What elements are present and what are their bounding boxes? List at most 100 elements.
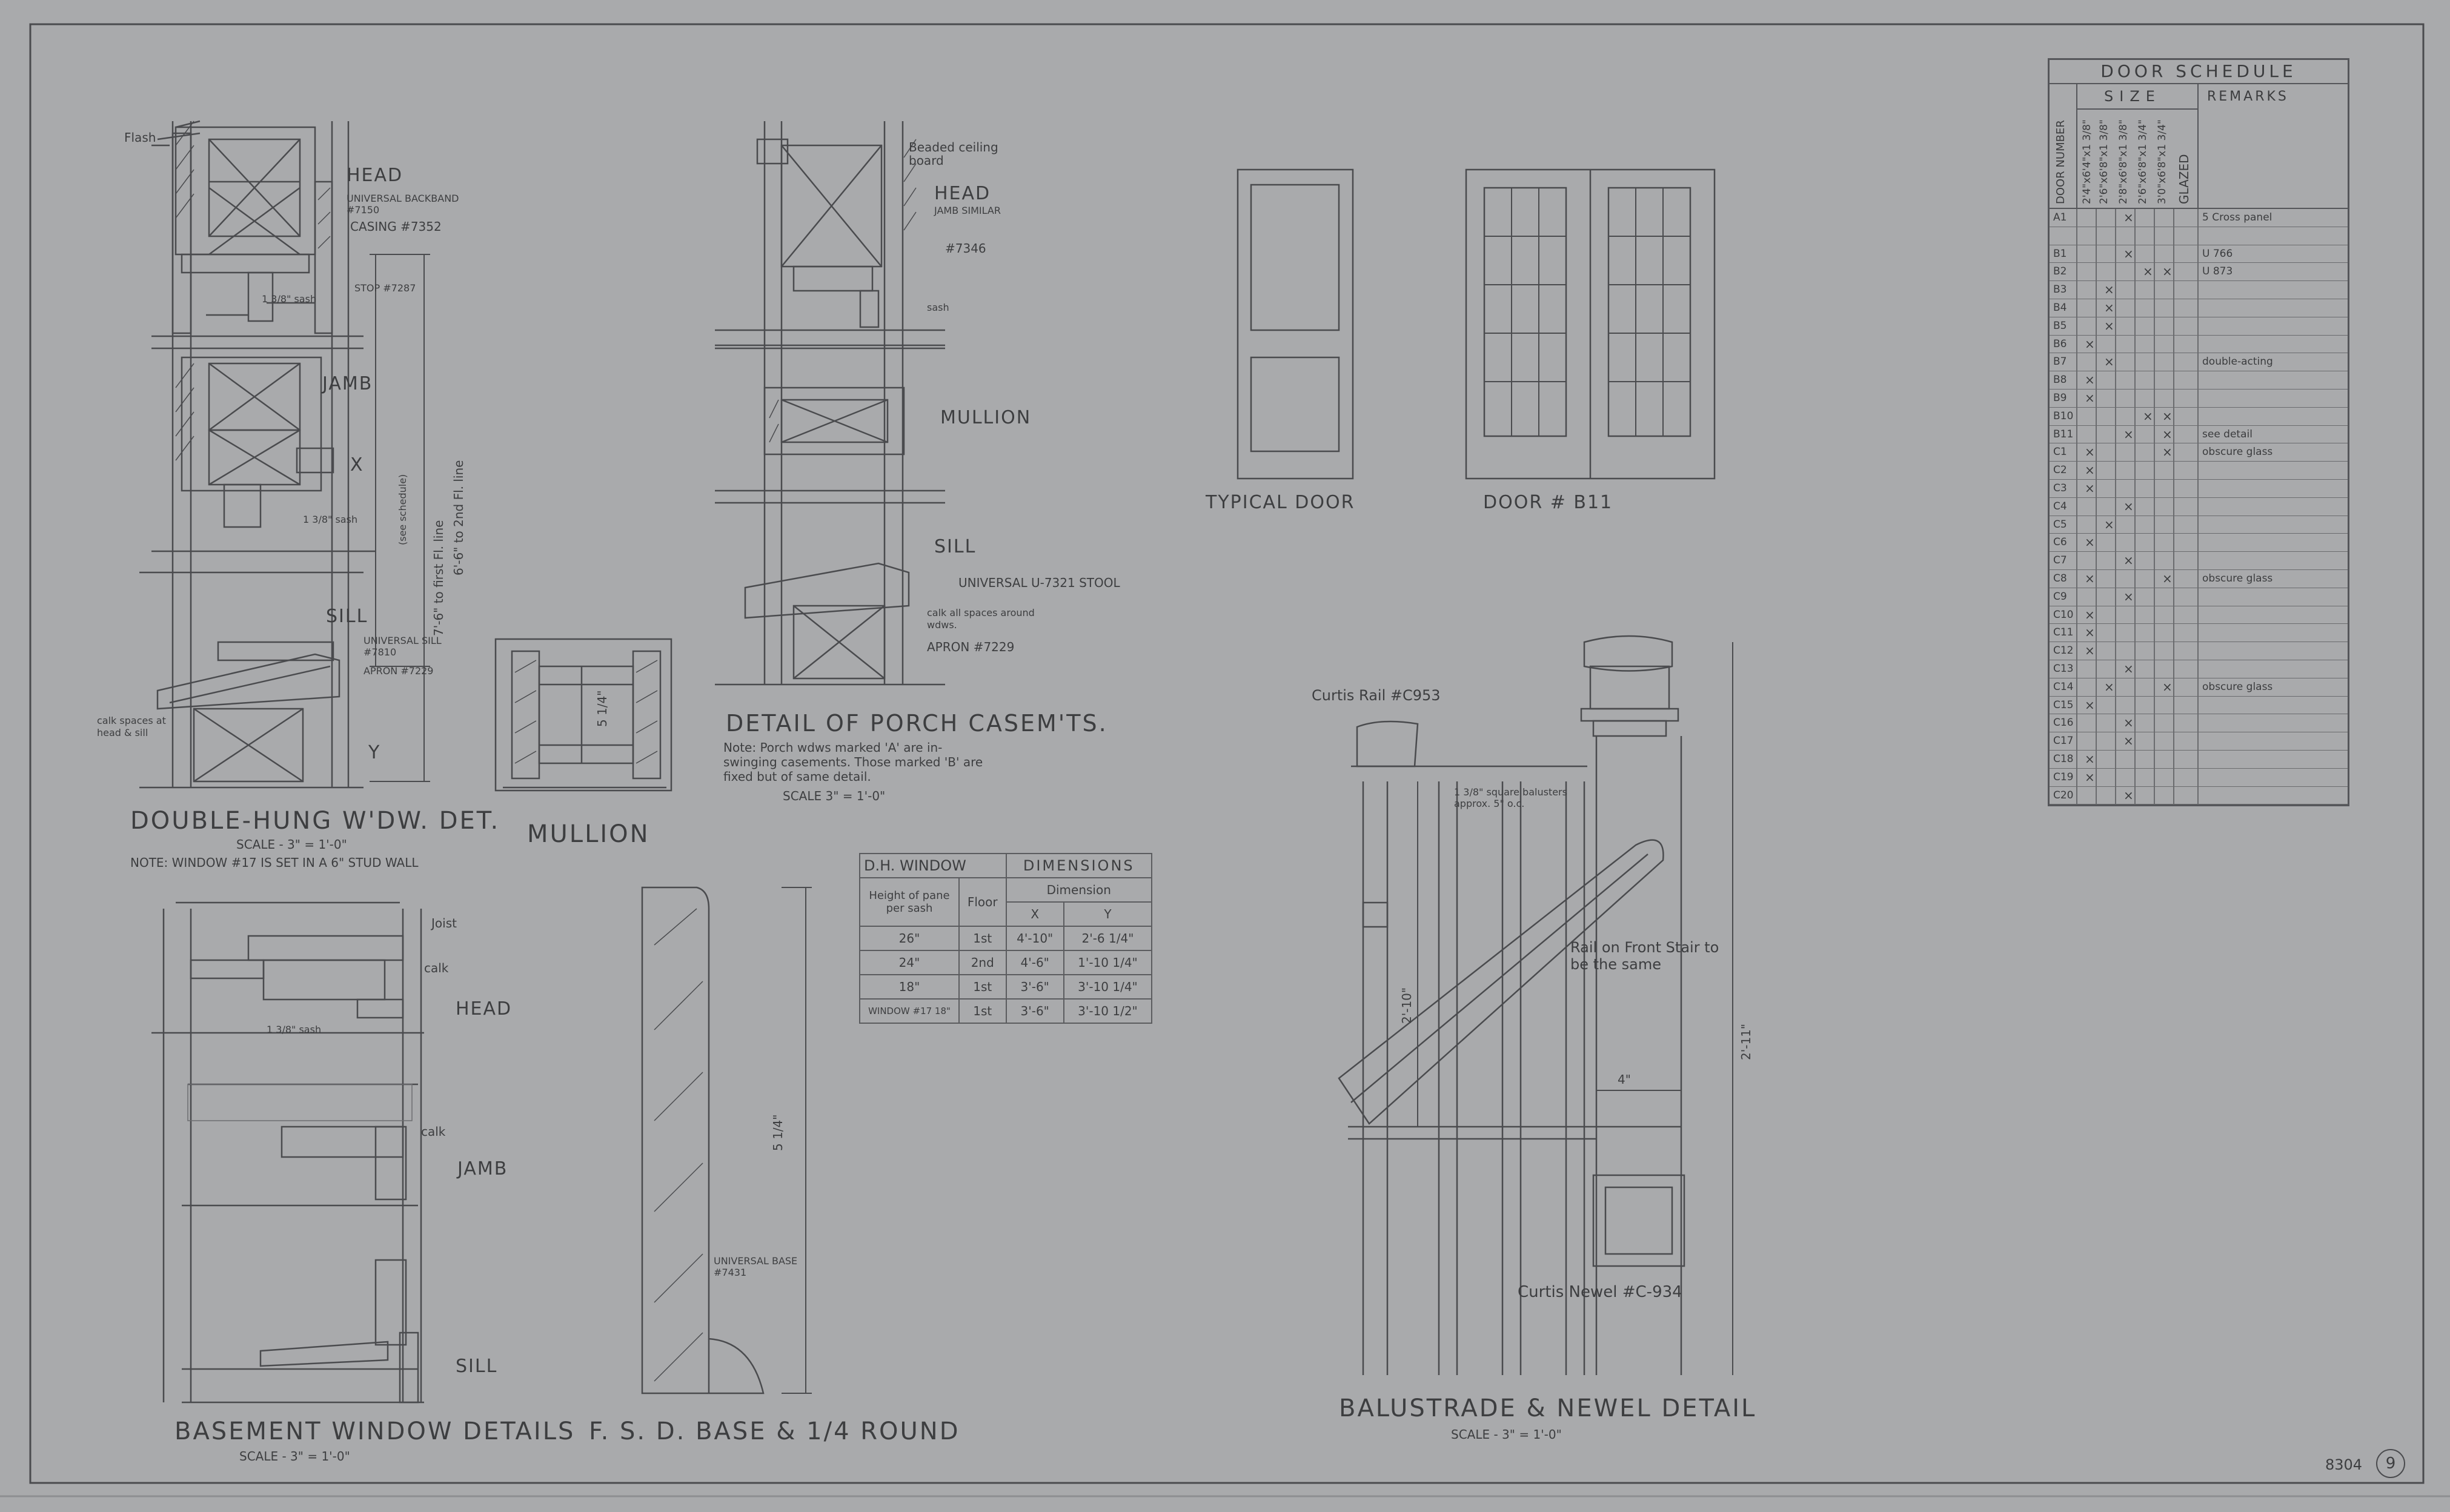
porch-title: DETAIL OF PORCH CASEM'TS.	[726, 710, 1108, 737]
dim-x: X	[350, 454, 364, 476]
size-mark: ×	[2123, 589, 2134, 604]
baluster-height-dim: 2'-10"	[1399, 987, 1414, 1024]
table-row: B1 × U 766	[2050, 245, 2348, 264]
porch-calk: calk all spaces around wdws.	[927, 607, 1035, 631]
dh-calk-note: calk spaces at head & sill	[97, 715, 166, 738]
size-mark: ×	[2123, 210, 2134, 225]
door-number-cell: B3	[2053, 284, 2067, 296]
base-drawing	[641, 886, 812, 1394]
door-number-cell: B8	[2053, 374, 2067, 386]
dh-casing-label: CASING #7352	[350, 219, 442, 234]
porch-jamb-similar: JAMB SIMILAR	[934, 205, 1001, 216]
size-mark: ×	[2085, 373, 2095, 388]
size-mark: ×	[2123, 246, 2134, 261]
table-row: B4×	[2050, 299, 2348, 317]
door-number-cell: B11	[2053, 428, 2074, 440]
wd-col-x: X	[1005, 901, 1064, 927]
bsm-sill: SILL	[456, 1356, 498, 1377]
remark-cell: see detail	[2202, 428, 2252, 440]
size-mark: ×	[2123, 715, 2134, 731]
door-number-cell: C15	[2053, 698, 2074, 711]
mullion-dim: 5 1/4"	[595, 690, 609, 727]
wd-col-dim: Dimension	[1005, 877, 1153, 903]
door-number-cell: C4	[2053, 500, 2067, 512]
door-number-cell: C18	[2053, 752, 2074, 765]
porch-casing: #7346	[945, 241, 986, 256]
dh-sash-1: 1 3/8" sash	[262, 293, 317, 305]
dh-sash-2: 1 3/8" sash	[303, 514, 358, 525]
size-mark: ×	[2123, 788, 2134, 803]
table-row: 26" 1st 4'-10" 2'-6 1/4"	[859, 926, 1153, 951]
table-row: C14××obscure glass	[2050, 678, 2348, 697]
door-number-cell: C10	[2053, 608, 2074, 621]
wd-col-y: Y	[1063, 901, 1153, 927]
table-row: C11×	[2050, 624, 2348, 643]
porch-casement-drawing	[715, 121, 945, 686]
size-mark: ×	[2162, 426, 2173, 442]
table-row: 24" 2nd 4'-6" 1'-10 1/4"	[859, 950, 1153, 975]
front-stair-note: Rail on Front Stair to be the same	[1570, 939, 1719, 973]
baluster-note: 1 3/8" square balusters approx. 5" o.c.	[1454, 786, 1567, 809]
dh-backband-label: UNIVERSAL BACKBAND #7150	[347, 193, 459, 216]
size-mark: ×	[2162, 408, 2173, 423]
table-row: C7×	[2050, 552, 2348, 570]
door-schedule-header: DOOR NUMBER SIZE REMARKS 2'4"x6'4"x1 3/8…	[2050, 84, 2348, 209]
remark-cell: U 873	[2202, 265, 2233, 278]
door-schedule-table: DOOR SCHEDULE DOOR NUMBER SIZE REMARKS 2…	[2048, 58, 2349, 807]
door-number-cell: C16	[2053, 717, 2074, 729]
porch-apron: APRON #7229	[927, 640, 1015, 654]
size-mark: ×	[2104, 300, 2114, 315]
dh-scale: SCALE - 3" = 1'-0"	[236, 837, 347, 852]
typical-door-title: TYPICAL DOOR	[1206, 492, 1355, 513]
size-col-4: 2'6"x6'8"x1 3/4"	[2137, 119, 2149, 204]
door-number-cell: C8	[2053, 572, 2067, 585]
door-number-cell: C3	[2053, 482, 2067, 494]
size-mark: ×	[2085, 607, 2095, 622]
table-row	[2050, 227, 2348, 245]
size-mark: ×	[2085, 769, 2095, 784]
door-number-cell: A1	[2053, 211, 2067, 224]
bsm-scale: SCALE - 3" = 1'-0"	[239, 1449, 350, 1464]
remark-cell: double-acting	[2202, 356, 2273, 368]
door-number-cell: B5	[2053, 319, 2067, 332]
size-mark: ×	[2085, 535, 2095, 550]
door-number-cell: B1	[2053, 247, 2067, 260]
wd-col-floor: Floor	[958, 877, 1007, 927]
table-row: B2××U 873	[2050, 263, 2348, 282]
page-circle: 9	[2376, 1449, 2405, 1478]
porch-sill: SILL	[934, 536, 977, 557]
size-mark: ×	[2085, 463, 2095, 478]
size-mark: ×	[2085, 643, 2095, 658]
table-row: C5×	[2050, 516, 2348, 534]
dh-apron: APRON #7229	[364, 665, 434, 677]
table-row: C2×	[2050, 462, 2348, 480]
flash-label: Flash	[124, 130, 156, 145]
col-glazed: GLAZED	[2177, 154, 2191, 204]
size-col-5: 3'0"x6'8"x1 3/4"	[2156, 119, 2168, 204]
door-number-cell: B6	[2053, 337, 2067, 350]
table-row: B6×	[2050, 335, 2348, 354]
size-col-2: 2'6"x6'8"x1 3/8"	[2098, 119, 2110, 204]
size-mark: ×	[2085, 445, 2095, 460]
porch-beaded: Beaded ceiling board	[909, 140, 998, 168]
porch-mullion: MULLION	[940, 407, 1032, 428]
size-mark: ×	[2123, 734, 2134, 749]
table-row: B9×	[2050, 389, 2348, 408]
door-number-cell: C14	[2053, 680, 2074, 693]
door-number-cell: C5	[2053, 518, 2067, 531]
balustrade-title: BALUSTRADE & NEWEL DETAIL	[1339, 1394, 1757, 1422]
size-mark: ×	[2143, 264, 2153, 279]
newel-height-dim: 2'-11"	[1739, 1023, 1753, 1060]
door-number-cell: C20	[2053, 789, 2074, 801]
table-row: B5×	[2050, 317, 2348, 336]
porch-head: HEAD	[934, 183, 991, 204]
size-col-1: 2'4"x6'4"x1 3/8"	[2081, 119, 2093, 204]
table-row: C12×	[2050, 642, 2348, 660]
remark-cell: U 766	[2202, 247, 2233, 260]
bsm-joist: Joist	[431, 916, 457, 930]
size-mark: ×	[2123, 553, 2134, 568]
porch-sash: sash	[927, 302, 949, 313]
base-dim: 5 1/4"	[771, 1114, 785, 1151]
